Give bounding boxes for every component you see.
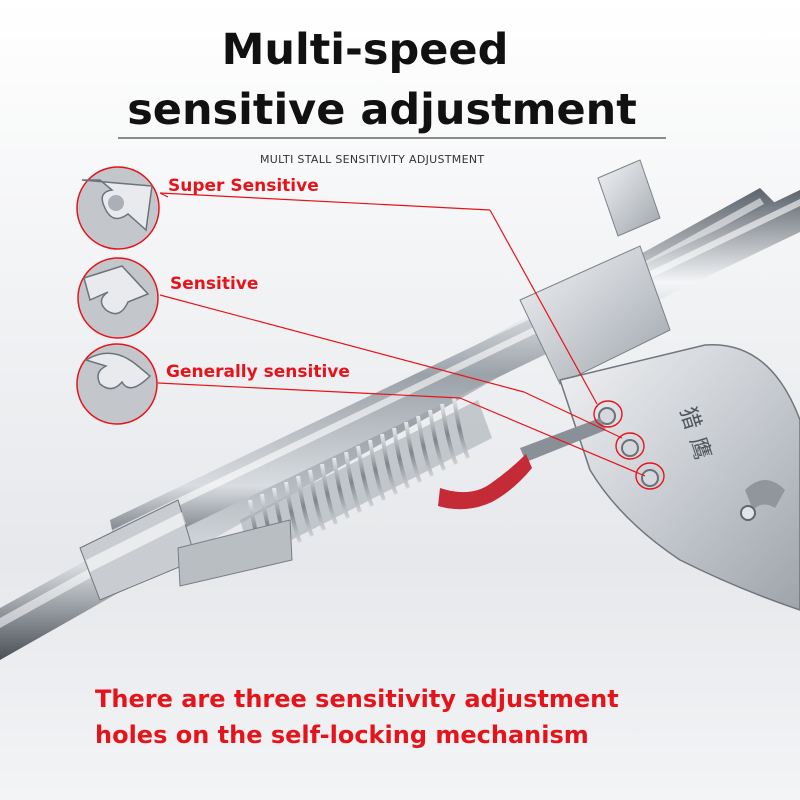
trigger-lever (438, 418, 606, 510)
title-divider (118, 137, 666, 139)
locking-mechanism-plate: 猎 鹰 (559, 344, 800, 611)
callout-label-generally-sensitive: Generally sensitive (166, 362, 350, 382)
detail-circle-generally-sensitive (76, 343, 158, 425)
caption-line-2: holes on the self-locking mechanism (95, 721, 589, 749)
caption: There are three sensitivity adjustment h… (95, 681, 619, 753)
caption-line-1: There are three sensitivity adjustment (95, 685, 619, 713)
subtitle: MULTI STALL SENSITIVITY ADJUSTMENT (260, 153, 485, 166)
detail-circle-super-sensitive (76, 166, 160, 250)
lower-clip (177, 519, 293, 587)
callout-label-sensitive: Sensitive (170, 274, 259, 294)
top-bracket (519, 159, 671, 385)
adjustment-hole-markers (593, 400, 665, 490)
detail-circle-sensitive (77, 257, 159, 339)
callout-label-super-sensitive: Super Sensitive (168, 176, 319, 196)
page-title-line-1: Multi-speed (221, 25, 509, 75)
page-title-line-2: sensitive adjustment (127, 85, 637, 135)
tension-spring (207, 397, 492, 567)
callout-leader-lines (157, 192, 646, 477)
